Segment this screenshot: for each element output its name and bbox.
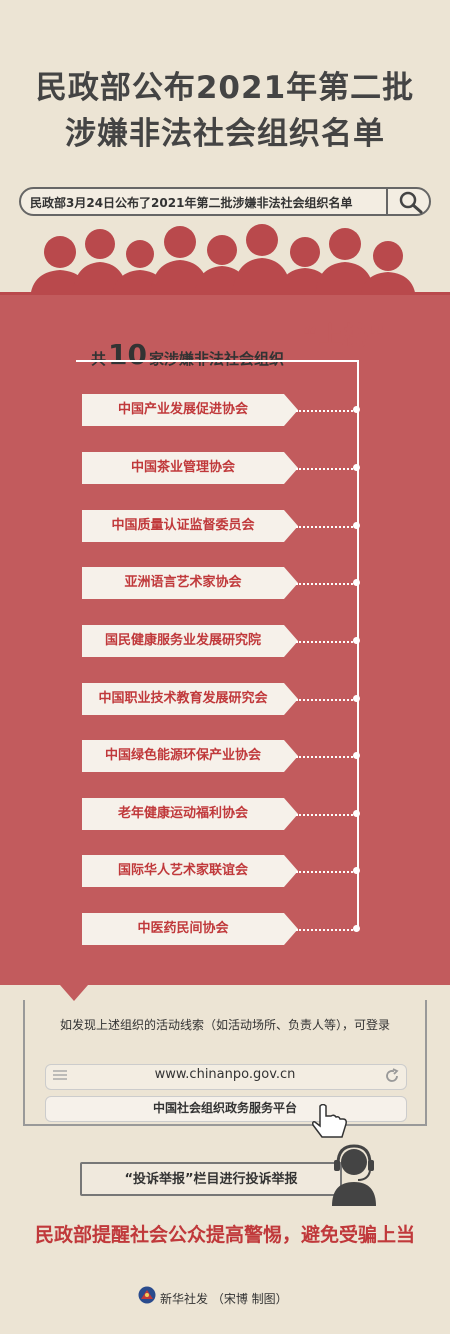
org-connector-7	[296, 756, 356, 758]
url-bar[interactable]	[45, 1064, 407, 1090]
org-dot-2	[353, 464, 360, 471]
warning-reminder: 民政部提醒社会公众提高警惕，避免受骗上当	[34, 1224, 415, 1246]
org-item-7: 中国绿色能源环保产业协会	[82, 740, 298, 772]
org-item-2: 中国茶业管理协会	[82, 452, 298, 484]
org-item-4: 亚洲语言艺术家协会	[82, 567, 298, 599]
heading-suffix: 家涉嫌非法社会组织	[148, 350, 284, 368]
org-item-5: 国民健康服务业发展研究院	[82, 625, 298, 657]
page-title-line1: 民政部公布2021年第二批	[35, 70, 415, 106]
org-connector-10	[296, 929, 356, 931]
heading-underline	[76, 360, 358, 362]
org-item-9: 国际华人艺术家联谊会	[82, 855, 298, 887]
page-title-line2: 涉嫌非法社会组织名单	[65, 116, 385, 152]
org-item-1: 中国产业发展促进协会	[82, 394, 298, 426]
org-connector-3	[296, 526, 356, 528]
heading-badge: “上榜”	[302, 321, 385, 350]
refresh-icon[interactable]	[384, 1068, 400, 1084]
org-item-3: 中国质量认证监督委员会	[82, 510, 298, 542]
org-dot-9	[353, 867, 360, 874]
org-item-8: 老年健康运动福利协会	[82, 798, 298, 830]
org-dot-8	[353, 810, 360, 817]
search-divider	[386, 189, 388, 214]
credit-text: 新华社发 （宋博 制图）	[160, 1292, 288, 1306]
url-text[interactable]: www.chinanpo.gov.cn	[154, 1067, 296, 1082]
menu-lines-icon	[53, 1070, 67, 1080]
org-item-10: 中医药民间协会	[82, 913, 298, 945]
heading-prefix: 共	[91, 350, 107, 368]
footer-box	[23, 1000, 427, 1126]
footer-info: 如发现上述组织的活动线索（如活动场所、负责人等），可登录	[59, 1018, 390, 1032]
search-icon[interactable]	[398, 190, 424, 214]
search-bar[interactable]	[19, 187, 431, 216]
crowd-silhouette	[0, 224, 450, 302]
org-connector-8	[296, 814, 356, 816]
heading-count: 10	[108, 338, 147, 371]
panel-pointer	[60, 985, 88, 1001]
org-connector-9	[296, 871, 356, 873]
org-dot-10	[353, 925, 360, 932]
xinhua-logo	[138, 1286, 156, 1304]
list-connector-line	[357, 360, 359, 930]
customer-service-icon	[332, 1144, 376, 1206]
platform-bar[interactable]	[45, 1096, 407, 1122]
org-connector-5	[296, 641, 356, 643]
org-dot-6	[353, 695, 360, 702]
org-dot-1	[353, 406, 360, 413]
org-connector-1	[296, 410, 356, 412]
org-dot-4	[353, 579, 360, 586]
report-box	[80, 1162, 342, 1196]
report-text: “投诉举报”栏目进行投诉举报	[124, 1172, 298, 1187]
org-connector-6	[296, 699, 356, 701]
platform-name[interactable]: 中国社会组织政务服务平台	[152, 1101, 297, 1115]
org-item-6: 中国职业技术教育发展研究会	[82, 683, 298, 715]
org-dot-3	[353, 522, 360, 529]
hand-cursor-icon	[312, 1104, 347, 1138]
org-connector-4	[296, 583, 356, 585]
search-text: 民政部3月24日公布了2021年第二批涉嫌非法社会组织名单	[30, 196, 353, 210]
org-dot-7	[353, 752, 360, 759]
org-dot-5	[353, 637, 360, 644]
org-connector-2	[296, 468, 356, 470]
